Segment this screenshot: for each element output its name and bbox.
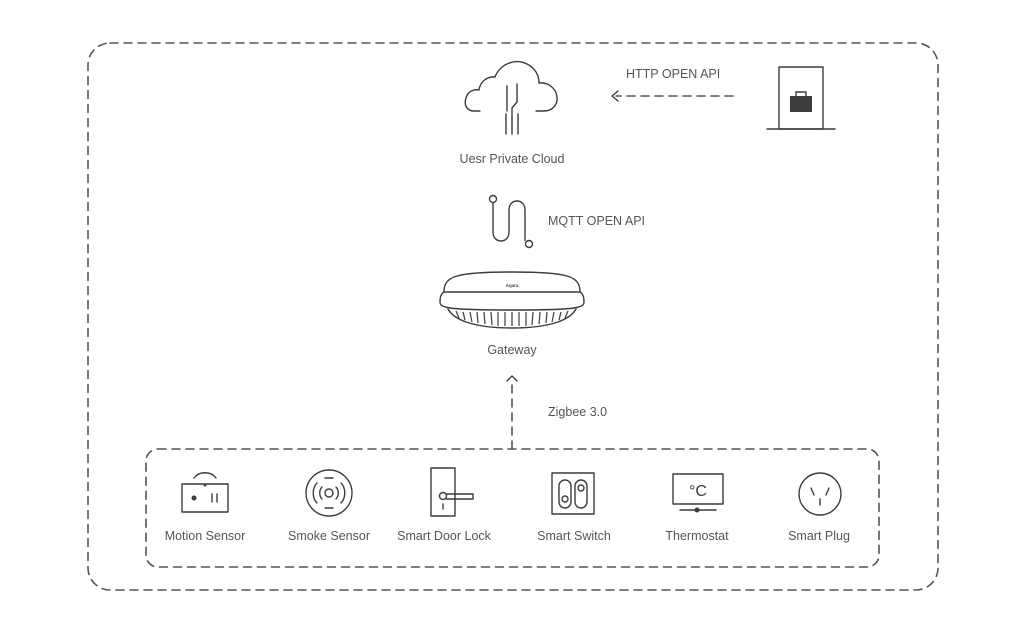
smart-plug-icon [798,472,842,516]
gateway-brand: Aqara [506,283,519,288]
gateway-icon: Aqara [439,271,585,329]
thermostat-unit: °C [689,483,707,500]
thermostat-icon: °C [672,473,724,513]
device-label: Smoke Sensor [288,529,370,543]
device-label: Smart Plug [788,529,850,543]
http-api-label: HTTP OPEN API [626,67,721,81]
zigbee-label: Zigbee 3.0 [548,405,608,419]
http-arrowhead [611,90,619,102]
cloud-icon [464,60,558,135]
outer-boundary [87,42,939,591]
device-label: Thermostat [665,529,729,543]
device-label: Motion Sensor [164,529,246,543]
gateway-label: Gateway [487,343,537,357]
mqtt-api-label: MQTT OPEN API [548,214,646,228]
door-lock-icon [430,467,474,517]
smoke-sensor-icon [305,469,353,517]
device-label: Smart Switch [537,529,611,543]
device-group-boundary [145,448,880,568]
motion-sensor-icon [181,472,229,513]
zigbee-arrowhead [506,375,518,382]
device-label: Smart Door Lock [397,529,491,543]
briefcase-icon [766,66,836,130]
cable-icon [488,194,534,249]
smart-switch-icon [551,472,595,515]
cloud-label: Uesr Private Cloud [459,152,565,166]
